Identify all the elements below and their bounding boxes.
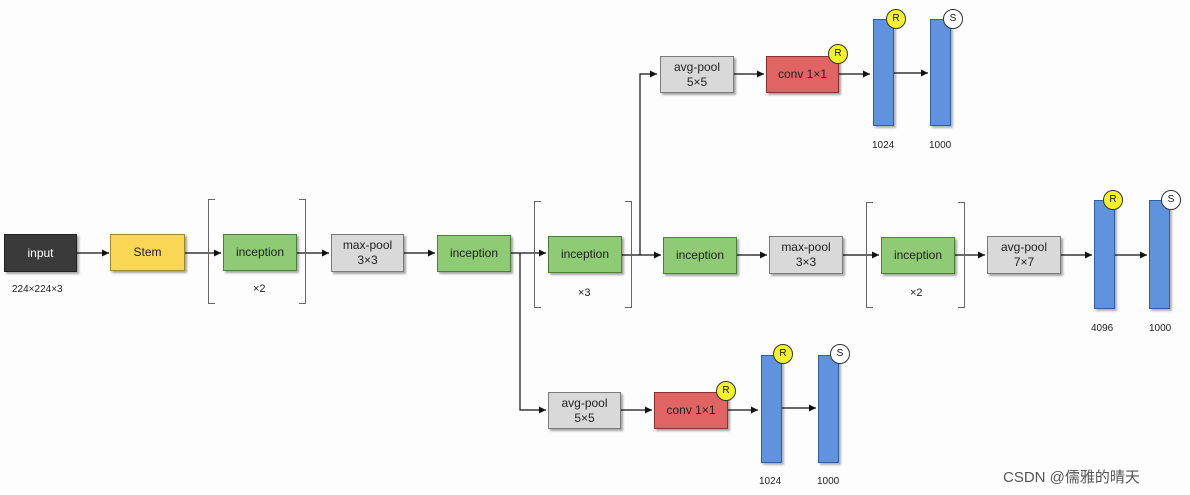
fc-1024-bar-lower	[761, 355, 782, 463]
fc-1000-bar-lower	[818, 355, 839, 463]
inception-node-1: inception	[223, 234, 297, 271]
fc-4096-bar-main	[1094, 200, 1115, 309]
fc-1024-label-lower: 1024	[759, 476, 782, 487]
conv-1x1-lower-label: conv 1×1	[666, 403, 716, 417]
maxpool-node-1-line2: 3×3	[357, 253, 378, 267]
r-badge-conv-lower: R	[716, 381, 736, 401]
input-node: input	[4, 234, 77, 272]
avgpool-5x5-upper-line1: avg-pool	[673, 59, 721, 74]
fc-1000-label-upper: 1000	[929, 140, 952, 151]
bracket-right-x2-b	[958, 202, 965, 308]
fc-1024-label-upper: 1024	[872, 140, 895, 151]
input-size-label: 224×224×3	[12, 284, 63, 295]
conv-1x1-node-upper: conv 1×1	[766, 56, 839, 93]
input-node-label: input	[27, 245, 54, 260]
s-badge-upper: S	[943, 9, 963, 29]
bracket-left-x2-a	[208, 199, 215, 304]
arrow-branch-upper	[639, 70, 657, 255]
inception-node-1-label: inception	[235, 245, 285, 259]
bracket-left-x3	[534, 201, 541, 308]
r-badge-fc-lower: R	[773, 344, 793, 364]
inception-node-2-label: inception	[449, 246, 499, 260]
r-badge-main: R	[1103, 190, 1123, 210]
avgpool-5x5-upper-line2: 5×5	[686, 74, 708, 89]
maxpool-node-1: max-pool 3×3	[331, 234, 404, 272]
stem-node: Stem	[110, 234, 185, 271]
inception-node-2: inception	[437, 235, 511, 272]
repeat-x2-label-a: ×2	[253, 283, 266, 295]
fc-1000-bar-main	[1149, 200, 1170, 309]
bracket-left-x2-b	[866, 202, 873, 308]
bracket-right-x3	[625, 201, 632, 308]
avgpool-5x5-lower-line2: 5×5	[574, 410, 595, 425]
fc-1000-label-lower: 1000	[817, 476, 840, 487]
maxpool-node-2-line2: 3×3	[795, 255, 817, 269]
s-badge-main: S	[1161, 190, 1181, 210]
maxpool-node-2-line1: max-pool	[781, 240, 831, 254]
inception-node-4: inception	[663, 237, 737, 274]
inception-node-5-label: inception	[893, 248, 943, 262]
stem-node-label: Stem	[133, 245, 162, 259]
avgpool-5x5-node-upper: avg-pool 5×5	[660, 56, 734, 93]
avgpool-7x7-line2: 7×7	[1013, 255, 1035, 269]
inception-node-4-label: inception	[675, 248, 725, 262]
inception-node-3: inception	[548, 236, 622, 273]
bracket-right-x2-a	[299, 199, 306, 304]
conv-1x1-node-lower: conv 1×1	[654, 392, 728, 429]
fc-1024-bar-upper	[873, 19, 894, 126]
avgpool-7x7-node: avg-pool 7×7	[987, 236, 1061, 274]
arrow-branch-lower	[519, 253, 546, 414]
csdn-watermark: CSDN @儒雅的晴天	[1003, 469, 1140, 486]
r-badge-fc-upper: R	[886, 9, 906, 29]
avgpool-5x5-node-lower: avg-pool 5×5	[548, 392, 621, 429]
avgpool-7x7-line1: avg-pool	[1000, 240, 1048, 254]
r-badge-conv-upper: R	[828, 44, 848, 64]
avgpool-5x5-lower-line1: avg-pool	[561, 395, 608, 410]
maxpool-node-1-line1: max-pool	[342, 238, 393, 252]
fc-1000-bar-upper	[930, 19, 951, 126]
conv-1x1-upper-label: conv 1×1	[777, 67, 828, 81]
inception-node-5: inception	[881, 237, 955, 274]
s-badge-lower: S	[830, 344, 850, 364]
repeat-x2-label-b: ×2	[910, 287, 923, 299]
repeat-x3-label: ×3	[578, 287, 591, 299]
inception-node-3-label: inception	[560, 247, 610, 261]
maxpool-node-2: max-pool 3×3	[769, 236, 843, 274]
fc-1000-label-main: 1000	[1149, 323, 1172, 334]
fc-4096-label: 4096	[1091, 323, 1114, 334]
